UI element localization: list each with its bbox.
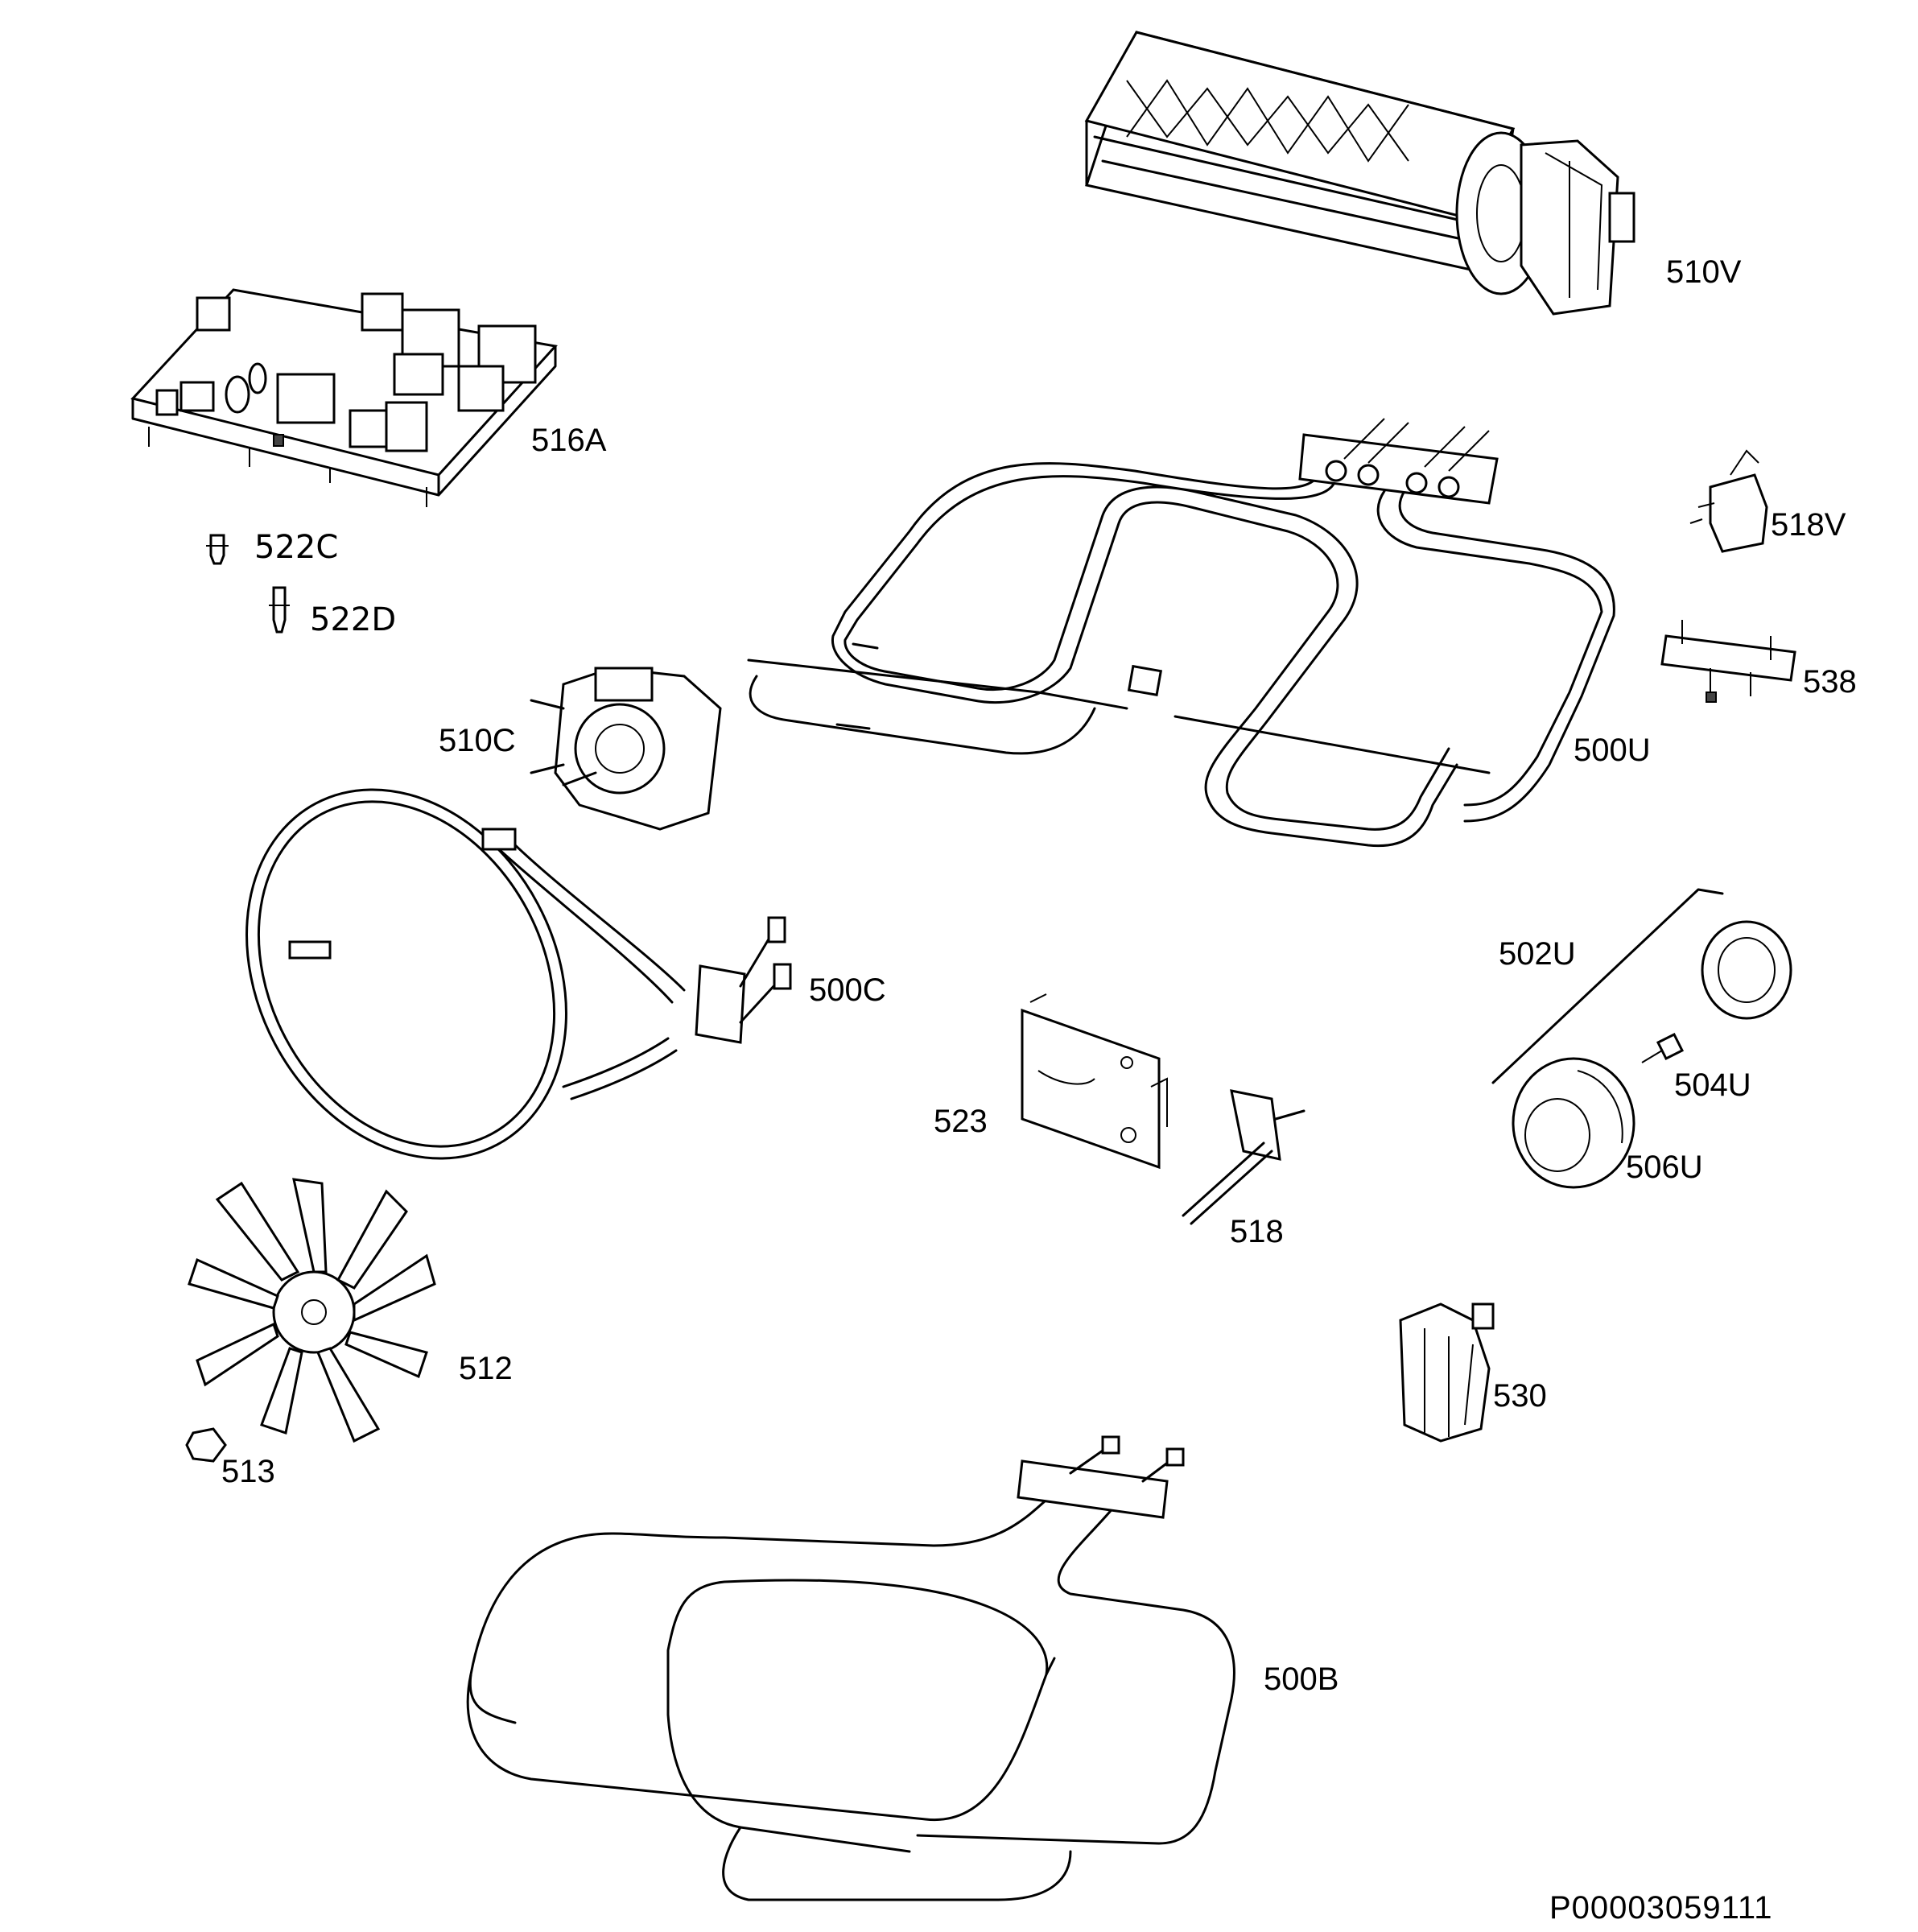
- circular-element-drawing: [245, 788, 792, 1160]
- temperature-sensor-drawing: [1182, 1089, 1305, 1225]
- spacer-c-drawing: [206, 534, 229, 565]
- relay-drawing: [1689, 449, 1768, 553]
- label-522D: 522D: [310, 601, 397, 638]
- label-500B: 500B: [1264, 1662, 1339, 1697]
- control-board-drawing: [130, 288, 558, 507]
- label-538: 538: [1803, 664, 1857, 700]
- label-510V: 510V: [1666, 254, 1742, 290]
- label-518V: 518V: [1771, 507, 1846, 543]
- bottom-element-drawing: [466, 1435, 1235, 1901]
- top-grill-element-drawing: [747, 418, 1615, 848]
- label-512: 512: [459, 1351, 513, 1386]
- bracket-drawing: [1021, 993, 1168, 1170]
- label-510C: 510C: [439, 723, 516, 758]
- switch-drawing: [1399, 1302, 1495, 1443]
- label-502U: 502U: [1499, 936, 1576, 972]
- label-506U: 506U: [1626, 1150, 1703, 1185]
- label-530: 530: [1493, 1378, 1547, 1414]
- fan-blade-drawing: [188, 1178, 436, 1443]
- label-500C: 500C: [809, 972, 886, 1008]
- terminal-block-drawing: [1660, 620, 1796, 703]
- fan-nut-drawing: [185, 1427, 227, 1463]
- cross-flow-fan-drawing: [1084, 31, 1635, 316]
- label-516A: 516A: [531, 423, 607, 458]
- label-523: 523: [934, 1104, 988, 1139]
- document-code: P00003059111: [1549, 1890, 1773, 1926]
- spacer-d-drawing: [269, 586, 290, 634]
- label-504U: 504U: [1674, 1067, 1751, 1103]
- lamp-assembly-drawing: [1491, 888, 1792, 1189]
- label-522C: 522C: [254, 529, 339, 566]
- label-513: 513: [221, 1454, 275, 1489]
- label-518: 518: [1230, 1214, 1284, 1249]
- label-500U: 500U: [1574, 733, 1651, 768]
- fan-motor-drawing: [530, 667, 722, 831]
